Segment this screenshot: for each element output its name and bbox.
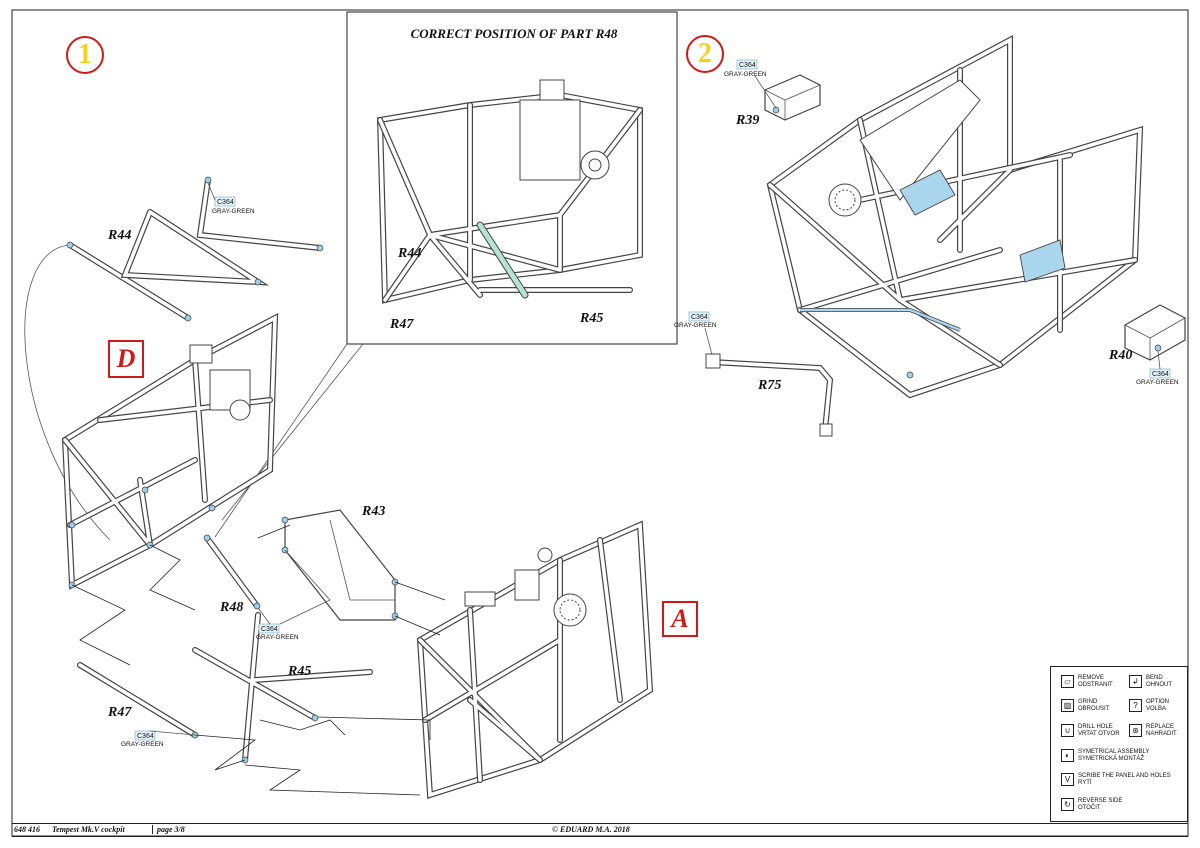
part-r39-group — [764, 74, 821, 121]
legend-scribe: V SCRIBE THE PANEL AND HOLES RYTÍ — [1061, 773, 1171, 787]
paint-code: C364 — [137, 733, 154, 740]
legend-remove-text: REMOVE ODSTRANIT — [1078, 675, 1113, 688]
paint-callout: C364 GRAY-GREEN — [1136, 350, 1179, 386]
legend-drill-text: DRILL HOLE VRTAT OTVOR — [1078, 724, 1120, 737]
part-r48-group — [203, 534, 261, 610]
paint-callout: C364 GRAY-GREEN — [724, 59, 777, 109]
label-r47: R47 — [107, 705, 132, 720]
part-r43-group — [281, 509, 399, 621]
legend-symmetrical: ◐ SYMETRICAL ASSEMBLY SYMETRICKÁ MONTÁŽ — [1061, 749, 1149, 763]
ref-a-box: A — [662, 601, 698, 637]
option-icon: ? — [1129, 699, 1142, 712]
legend-symmetrical-text: SYMETRICAL ASSEMBLY SYMETRICKÁ MONTÁŽ — [1078, 749, 1150, 762]
legend-bend-text: BEND OHNOUT — [1146, 675, 1172, 688]
replace-icon: ⊛ — [1129, 724, 1142, 737]
step-1-marker: 1 — [66, 36, 104, 74]
bend-icon: ↲ — [1129, 675, 1142, 688]
legend-scribe-text: SCRIBE THE PANEL AND HOLES RYTÍ — [1078, 773, 1171, 786]
paint-name: GRAY-GREEN — [674, 322, 717, 329]
inset-title: CORRECT POSITION OF PART R48 — [410, 26, 618, 41]
symmetrical-icon: ◐ — [1061, 749, 1074, 762]
part-r44-group — [66, 176, 324, 322]
footer-page: page 3/8 — [152, 825, 185, 834]
label-r47-inset: R47 — [389, 317, 414, 332]
paint-code: C364 — [691, 314, 708, 321]
ref-d-box: D — [108, 340, 144, 378]
legend-option: ? OPTION VOLBA — [1129, 699, 1169, 713]
frame-a-group — [416, 520, 654, 800]
legend-remove: ▱ REMOVE ODSTRANIT — [1061, 675, 1113, 689]
label-r48: R48 — [219, 600, 243, 615]
symbol-legend: ▱ REMOVE ODSTRANIT ↲ BEND OHNOUT ▨ GRIND… — [1050, 666, 1188, 822]
paint-callout: C364 GRAY-GREEN — [207, 182, 255, 215]
reverse-icon: ↻ — [1061, 798, 1074, 811]
callout-curve — [24, 244, 111, 541]
label-r43: R43 — [361, 504, 385, 519]
grind-icon: ▨ — [1061, 699, 1074, 712]
assembly-arrows — [71, 524, 446, 796]
drill-icon: ∪ — [1061, 724, 1074, 737]
label-r45-inset: R45 — [579, 311, 603, 326]
legend-reverse-text: REVERSE SIDE OTOČIT — [1078, 798, 1123, 811]
paint-name: GRAY-GREEN — [121, 741, 164, 748]
callout-line — [214, 343, 348, 538]
legend-option-text: OPTION VOLBA — [1146, 699, 1170, 712]
paint-code: C364 — [217, 199, 234, 206]
frame-d-group — [61, 312, 279, 590]
legend-bend: ↲ BEND OHNOUT — [1129, 675, 1172, 689]
part-r75-group — [705, 353, 834, 437]
paint-callout: C364 GRAY-GREEN — [674, 311, 717, 356]
paint-code: C364 — [261, 626, 278, 633]
inset-frame — [346, 11, 678, 345]
footer-copyright: © EDUARD M.A. 2018 — [552, 825, 630, 834]
part-r47-group — [77, 662, 199, 739]
footer-title: Tempest Mk.V cockpit — [52, 825, 125, 834]
scribe-icon: V — [1061, 773, 1074, 786]
paint-callout: C364 GRAY-GREEN — [121, 730, 196, 748]
label-r75: R75 — [757, 378, 781, 393]
paint-name: GRAY-GREEN — [212, 208, 255, 215]
legend-drill: ∪ DRILL HOLE VRTAT OTVOR — [1061, 724, 1120, 738]
footer-bar: 648 416 Tempest Mk.V cockpit page 3/8 © … — [12, 823, 1188, 837]
legend-reverse: ↻ REVERSE SIDE OTOČIT — [1061, 798, 1122, 812]
paint-code: C364 — [739, 62, 756, 69]
paint-name: GRAY-GREEN — [724, 71, 767, 78]
label-r39: R39 — [735, 113, 759, 128]
paint-callout: C364 GRAY-GREEN — [256, 549, 331, 641]
label-r44-inset: R44 — [397, 246, 421, 261]
inset-drawing — [376, 79, 643, 304]
remove-icon: ▱ — [1061, 675, 1074, 688]
label-r44: R44 — [107, 228, 131, 243]
label-r40: R40 — [1108, 348, 1132, 363]
legend-replace: ⊛ REPLACE NAHRADIT — [1129, 724, 1177, 738]
paint-name: GRAY-GREEN — [256, 634, 299, 641]
callout-line — [221, 343, 364, 521]
part-r40-group — [1124, 304, 1186, 361]
footer-code: 648 416 — [14, 825, 40, 834]
paint-code: C364 — [1152, 371, 1169, 378]
part-r45-group — [192, 612, 373, 764]
paint-name: GRAY-GREEN — [1136, 379, 1179, 386]
label-r45: R45 — [287, 664, 311, 679]
step-2-marker: 2 — [686, 35, 724, 73]
legend-replace-text: REPLACE NAHRADIT — [1146, 724, 1177, 737]
legend-grind: ▨ GRIND OBROUSIT — [1061, 699, 1109, 713]
step2-frame-group — [766, 35, 1144, 399]
legend-grind-text: GRIND OBROUSIT — [1078, 699, 1110, 712]
